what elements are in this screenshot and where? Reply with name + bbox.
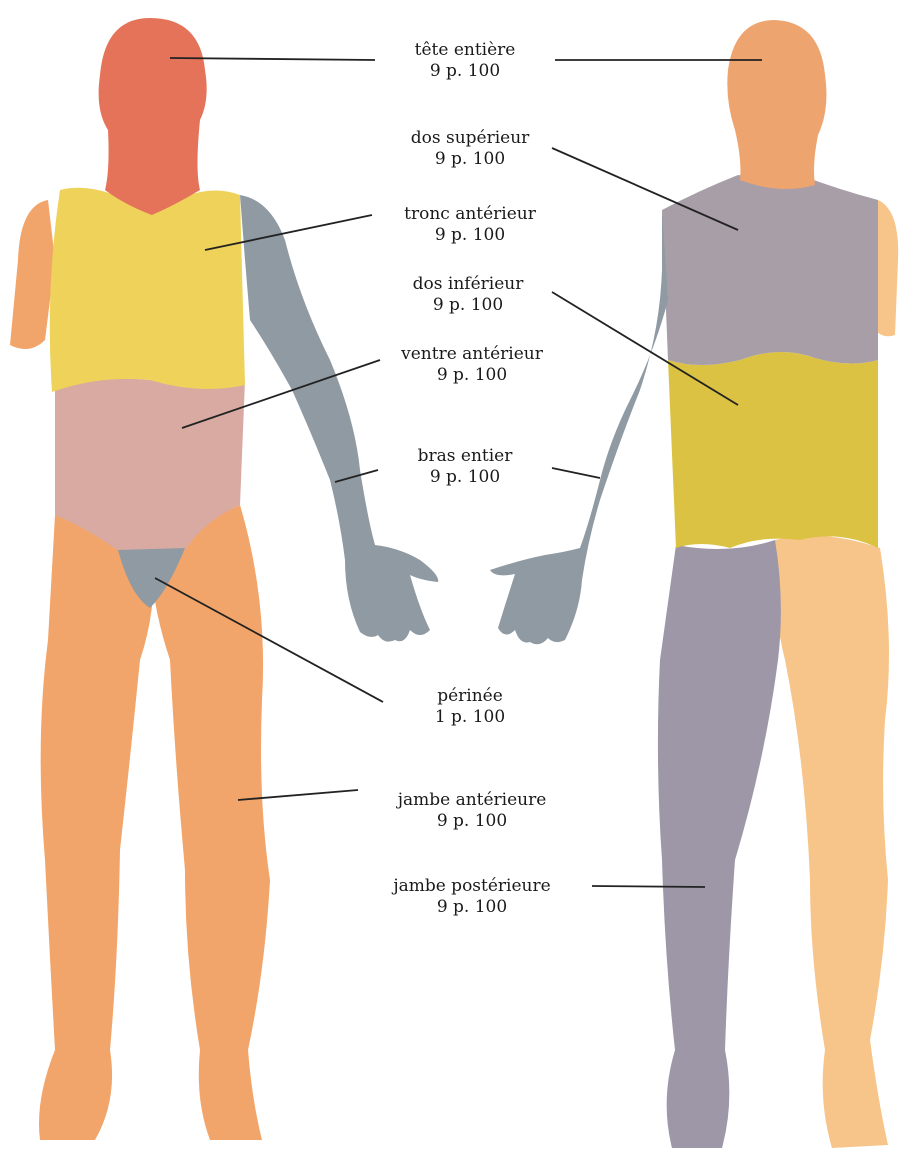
label-perineum-value: 1 p. 100 (435, 707, 505, 728)
label-abdomen: ventre antérieur 9 p. 100 (401, 344, 543, 386)
leader-back-leg (592, 886, 705, 887)
front-trunk-region (50, 188, 245, 392)
front-left-leg (39, 515, 153, 1140)
label-front-leg: jambe antérieure 9 p. 100 (398, 790, 547, 832)
label-back-leg-value: 9 p. 100 (393, 897, 550, 918)
label-lower-back-name: dos inférieur (413, 274, 524, 295)
label-upper-back-name: dos supérieur (411, 128, 530, 149)
label-perineum-name: périnée (435, 686, 505, 707)
front-right-arm-region (240, 195, 438, 642)
label-perineum: périnée 1 p. 100 (435, 686, 505, 728)
leader-arm-back (552, 468, 600, 478)
label-back-leg: jambe postérieure 9 p. 100 (393, 876, 550, 918)
back-head-region (727, 20, 826, 189)
label-front-trunk-name: tronc antérieur (404, 204, 536, 225)
label-front-leg-value: 9 p. 100 (398, 811, 547, 832)
label-head-value: 9 p. 100 (415, 61, 516, 82)
front-left-arm (10, 200, 55, 349)
label-arm-name: bras entier (418, 446, 513, 467)
label-lower-back: dos inférieur 9 p. 100 (413, 274, 524, 316)
back-leg-region (658, 540, 781, 1148)
label-upper-back: dos supérieur 9 p. 100 (411, 128, 530, 170)
label-abdomen-value: 9 p. 100 (401, 365, 543, 386)
front-body-figure (10, 18, 438, 1140)
label-head: tête entière 9 p. 100 (415, 40, 516, 82)
label-front-trunk: tronc antérieur 9 p. 100 (404, 204, 536, 246)
label-arm: bras entier 9 p. 100 (418, 446, 513, 488)
label-arm-value: 9 p. 100 (418, 467, 513, 488)
back-right-leg (774, 536, 889, 1149)
label-back-leg-name: jambe postérieure (393, 876, 550, 897)
front-head-region (99, 18, 207, 215)
label-abdomen-name: ventre antérieur (401, 344, 543, 365)
label-lower-back-value: 9 p. 100 (413, 295, 524, 316)
upper-back-region (662, 175, 878, 365)
label-head-name: tête entière (415, 40, 516, 61)
label-upper-back-value: 9 p. 100 (411, 149, 530, 170)
front-right-leg (150, 505, 270, 1140)
back-body-figure (490, 20, 898, 1148)
label-front-leg-name: jambe antérieure (398, 790, 547, 811)
label-front-trunk-value: 9 p. 100 (404, 225, 536, 246)
